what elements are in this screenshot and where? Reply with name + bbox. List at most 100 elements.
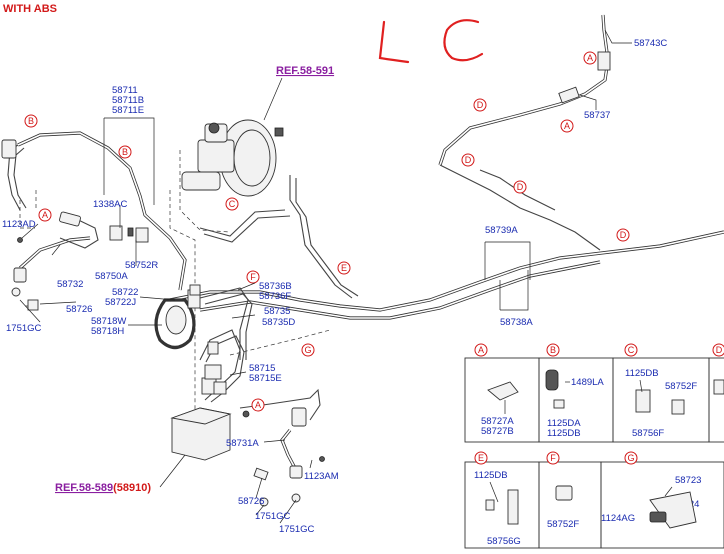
svg-text:1124AG: 1124AG [601,513,635,524]
label-58736F: 58736F [259,291,291,302]
front-bracket-lines [189,284,253,380]
svg-text:D: D [477,100,484,110]
callout-b-1: B [24,114,38,128]
svg-text:1125DB: 1125DB [547,428,581,439]
callout-a-left: A [38,208,52,222]
label-58726-a: 58726 [66,304,92,315]
detail-box-b: B 1489LA 1125DA 1125DB [538,343,614,443]
svg-text:58756G: 58756G [487,536,521,547]
callout-d-4: D [616,228,630,242]
svg-text:1125DA: 1125DA [547,418,581,429]
detail-box-g: G 58723 58724 1124AG [600,451,724,549]
detail-box-c: C 1125DB 58752F 58756F [612,343,710,443]
label-58718H: 58718H [91,326,124,337]
callout-a-top-right: A [583,51,597,65]
part-labels: 58743C 58737 58711 58711B 58711E 1338AC … [2,38,667,535]
svg-text:G: G [304,345,311,355]
ref-booster[interactable]: REF.58-591 [276,65,334,77]
label-58743C: 58743C [634,38,667,49]
label-58732: 58732 [57,279,83,290]
svg-text:1489LA: 1489LA [571,377,604,388]
svg-text:58752F: 58752F [665,381,697,392]
label-58711E: 58711E [112,105,144,116]
svg-text:F: F [550,453,556,463]
label-58726-b: 58726 [238,496,264,507]
abs-module [170,329,245,461]
svg-text:B: B [550,345,556,355]
svg-text:D: D [716,345,723,355]
detail-box-f: F 58752F [538,451,602,549]
svg-text:A: A [255,400,261,410]
svg-text:58727A: 58727A [481,416,514,427]
svg-text:A: A [564,121,570,131]
upper-bracket-leaders [103,117,531,311]
svg-text:D: D [465,155,472,165]
svg-text:B: B [122,147,128,157]
label-1751GC-c: 1751GC [279,524,315,535]
callout-d-1: D [473,98,487,112]
front-left-hose [11,211,99,297]
svg-text:E: E [341,263,347,273]
callout-a-right: A [560,119,574,133]
label-58735D: 58735D [262,317,295,328]
detail-box-d: D [708,343,724,443]
label-58752R: 58752R [125,260,158,271]
svg-text:1125DB: 1125DB [474,470,508,481]
handwritten-annotation [378,19,484,64]
callout-a-lower: A [251,398,265,412]
front-right-hose [239,388,321,503]
svg-text:D: D [620,230,627,240]
clips-left [25,225,149,311]
svg-text:B: B [28,116,34,126]
leader-lines [19,29,632,524]
svg-text:58727B: 58727B [481,426,514,437]
callout-g: G [301,343,315,357]
callout-d-2: D [461,153,475,167]
label-1338AC: 1338AC [93,199,127,210]
upper-brake-line [438,14,611,251]
svg-text:1125DB: 1125DB [625,368,659,379]
svg-text:58756F: 58756F [632,428,664,439]
callout-b-2: B [118,145,132,159]
label-58731A: 58731A [226,438,259,449]
label-58736B: 58736B [259,281,292,292]
detail-box-a: A 58727A 58727B [464,343,540,443]
rear-brake-lines [169,175,724,320]
svg-text:A: A [42,210,48,220]
label-58715E: 58715E [249,373,282,384]
svg-text:D: D [517,182,524,192]
left-brake-lines [1,131,187,291]
lower-bolts [17,237,325,507]
callout-c: C [225,197,239,211]
svg-text:58752F: 58752F [547,519,579,530]
svg-text:A: A [478,345,484,355]
callout-f: F [246,270,260,284]
label-58722J: 58722J [105,297,136,308]
svg-text:C: C [229,199,236,209]
label-1751GC-a: 1751GC [6,323,42,334]
label-58738A: 58738A [500,317,533,328]
label-58737: 58737 [584,110,610,121]
label-58711B: 58711B [112,95,144,106]
ref-abs-module[interactable]: REF.58-589(58910) [55,482,151,494]
svg-text:C: C [628,345,635,355]
label-1751GC-b: 1751GC [255,511,291,522]
svg-text:E: E [478,453,484,463]
callout-e: E [337,261,351,275]
brake-booster-master-cylinder [181,119,284,197]
callout-d-3: D [513,180,527,194]
label-1123AM: 1123AM [304,471,339,482]
svg-text:A: A [587,53,593,63]
svg-text:F: F [250,272,256,282]
label-58722: 58722 [112,287,138,298]
label-58739A: 58739A [485,225,518,236]
label-58715: 58715 [249,363,275,374]
label-58750A: 58750A [95,271,128,282]
svg-text:58723: 58723 [675,475,701,486]
label-58735: 58735 [264,306,290,317]
diagram-title: WITH ABS [3,3,57,15]
svg-text:G: G [627,453,634,463]
label-1123AD: 1123AD [2,219,36,230]
label-58718W: 58718W [91,316,126,327]
